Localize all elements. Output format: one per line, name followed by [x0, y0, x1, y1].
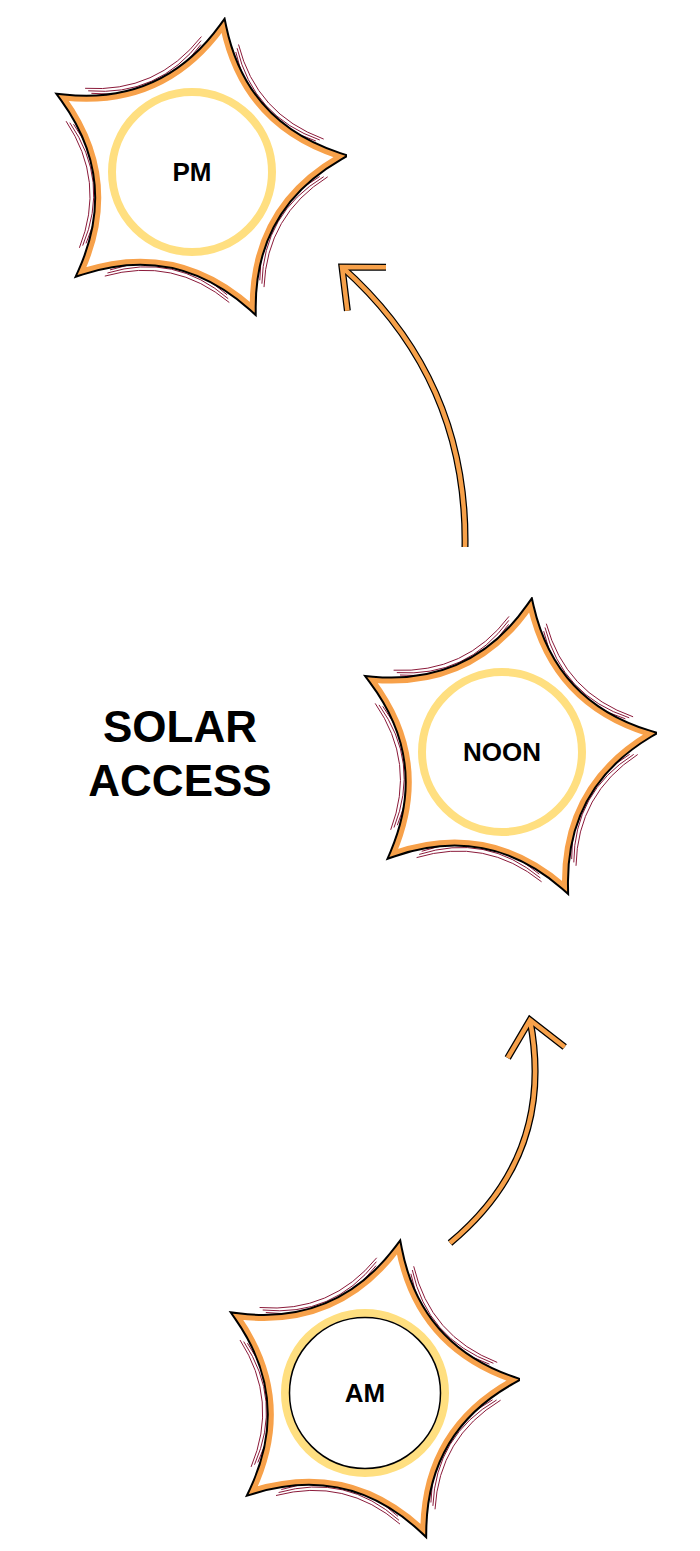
- sun-disc: [422, 672, 582, 832]
- sun-node: PM: [37, 17, 347, 327]
- diagram-title: SOLAR ACCESS: [65, 700, 295, 808]
- arrow-fill: [508, 1020, 565, 1058]
- sun-disc: [285, 1313, 445, 1473]
- time-label: PM: [173, 157, 212, 188]
- arrow-fill: [450, 1020, 535, 1243]
- sun-disc-ring: [290, 1318, 441, 1469]
- arrow-fill: [342, 267, 465, 547]
- arrow-fill: [342, 267, 386, 311]
- sun-node: AM: [210, 1238, 520, 1548]
- time-label: NOON: [463, 737, 541, 768]
- sun-label-holder: PM: [37, 17, 347, 327]
- star-fill-stroke: [238, 1249, 512, 1529]
- star-outline: [373, 607, 649, 886]
- star-outline: [64, 27, 339, 307]
- arrow-outline: [450, 1020, 535, 1243]
- time-label: AM: [345, 1378, 385, 1409]
- sun-node: NOON: [347, 597, 657, 907]
- star-outline: [238, 1249, 512, 1529]
- star-fill-stroke: [64, 27, 339, 307]
- sun-label-holder: AM: [210, 1238, 520, 1548]
- time-arrow: [450, 1020, 565, 1243]
- sun-label-holder: NOON: [347, 597, 657, 907]
- arrow-outline: [342, 267, 465, 547]
- time-arrow: [342, 267, 465, 547]
- sun-disc: [112, 92, 272, 252]
- star-fill-stroke: [373, 607, 649, 886]
